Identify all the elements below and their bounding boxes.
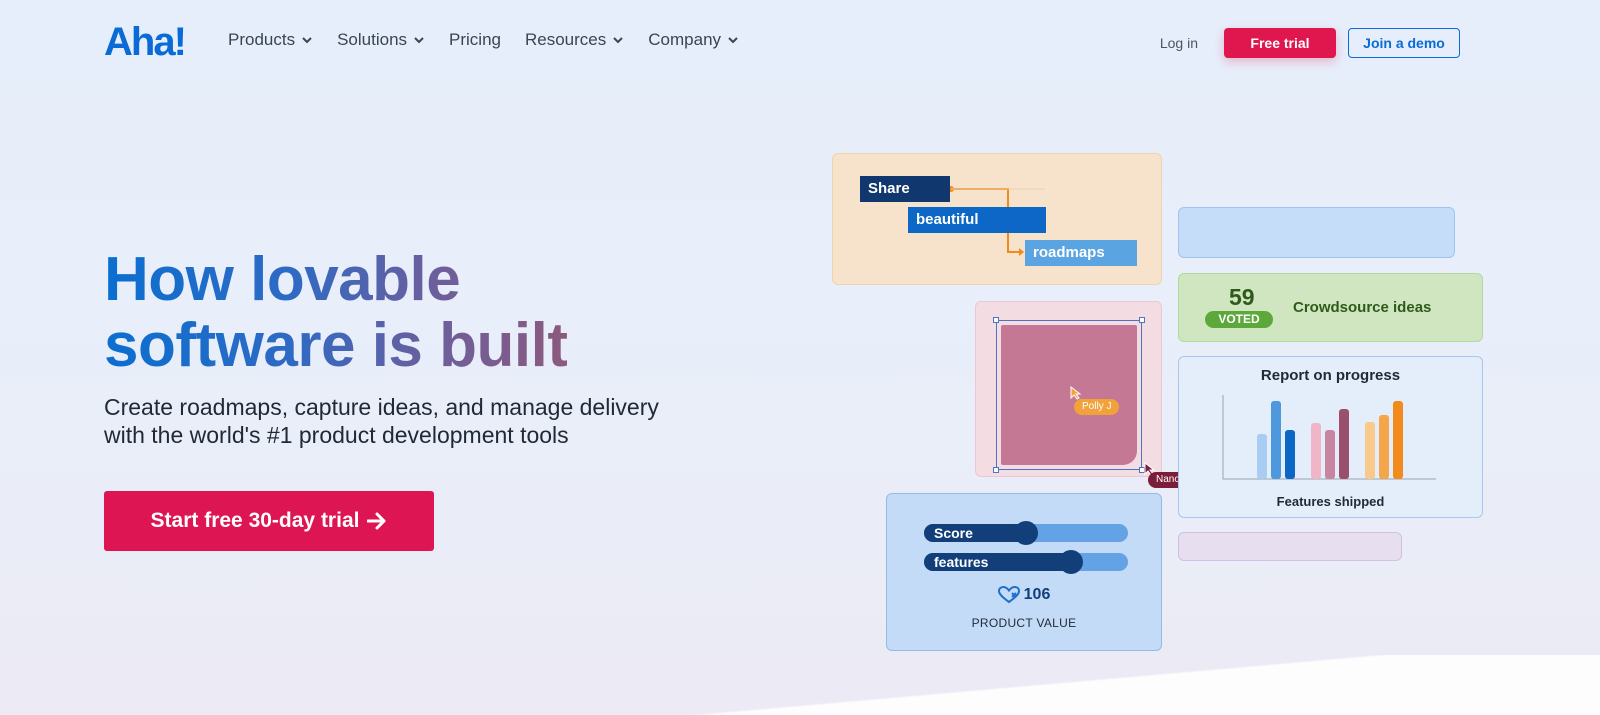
placeholder-card-blue (1178, 207, 1455, 258)
report-card: Report on progress Features shipped (1178, 356, 1483, 518)
hero-title-line1: How lovable (104, 247, 567, 313)
main-menu: Products Solutions Pricing Resources Com… (228, 30, 739, 50)
roadmap-bar-share: Share (860, 176, 950, 202)
start-trial-button[interactable]: Start free 30-day trial (104, 491, 434, 551)
product-value: 106 (887, 586, 1161, 604)
hero-subtitle-line2: with the world's #1 product development … (104, 422, 569, 448)
score-slider[interactable]: Score (924, 521, 1128, 545)
slider-knob[interactable] (1014, 521, 1038, 545)
slider-label: Score (934, 525, 973, 541)
report-bar (1339, 409, 1349, 479)
hero-title: How lovable software is built (104, 247, 568, 380)
report-bar (1285, 430, 1295, 479)
bottom-decoration (0, 655, 1600, 715)
voted-badge: VOTED (1205, 311, 1273, 328)
join-demo-button[interactable]: Join a demo (1348, 28, 1460, 58)
nav-item-label: Resources (525, 30, 607, 49)
chart-axis (1222, 395, 1436, 480)
login-link[interactable]: Log in (1159, 35, 1198, 51)
report-footer: Features shipped (1276, 494, 1385, 509)
crowdsource-label: Crowdsource ideas (1293, 299, 1432, 316)
product-value-label: PRODUCT VALUE (971, 616, 1077, 630)
nav-item-pricing[interactable]: Pricing (449, 30, 501, 50)
report-bar (1271, 401, 1281, 479)
selection-box (993, 317, 1145, 473)
top-nav: Aha! Products Solutions Pricing Resource… (0, 0, 1600, 84)
slider-fill (924, 524, 1026, 542)
features-slider[interactable]: features (924, 550, 1128, 574)
nav-actions: Log in Free trial Join a demo (1160, 28, 1460, 58)
start-trial-label: Start free 30-day trial (150, 509, 360, 532)
chevron-down-icon (414, 37, 424, 44)
report-bar (1311, 423, 1321, 479)
nav-item-resources[interactable]: Resources (525, 30, 624, 50)
heart-icon (997, 586, 1020, 604)
aha-logo[interactable]: Aha! (104, 20, 187, 64)
slider-label: features (934, 554, 989, 570)
hero-subtitle-line1: Create roadmaps, capture ideas, and mana… (104, 394, 659, 420)
nav-item-label: Company (648, 30, 722, 49)
nav-item-label: Pricing (449, 30, 501, 49)
hero-title-line2: software is built (104, 311, 568, 380)
report-bar-chart (1222, 395, 1436, 480)
chevron-down-icon (302, 37, 312, 44)
cursor-icon (1070, 386, 1082, 400)
hero-subtitle: Create roadmaps, capture ideas, and mana… (104, 393, 744, 449)
report-bar (1379, 415, 1389, 479)
roadmap-bar-beautiful: beautiful (908, 207, 1046, 233)
slider-fill (924, 553, 1071, 571)
report-bar (1257, 434, 1267, 479)
chevron-down-icon (728, 37, 738, 44)
nav-item-label: Solutions (337, 30, 408, 49)
roadmap-card: Share beautiful roadmaps (832, 153, 1162, 285)
report-title: Report on progress (1260, 367, 1401, 384)
free-trial-button[interactable]: Free trial (1224, 28, 1336, 58)
roadmap-bar-roadmaps: roadmaps (1025, 240, 1137, 266)
report-bar (1325, 430, 1335, 479)
slider-knob[interactable] (1059, 550, 1083, 574)
nav-item-label: Products (228, 30, 296, 49)
score-card: Score features 106 PRODUCT VALUE (886, 493, 1162, 651)
resize-handle (993, 317, 999, 323)
resize-handle (993, 467, 999, 473)
whiteboard-card: Polly J Nancy K (975, 301, 1202, 488)
nav-item-company[interactable]: Company (648, 30, 739, 50)
nav-item-products[interactable]: Products (228, 30, 313, 50)
cursor-label-polly: Polly J (1074, 399, 1120, 415)
resize-handle (1139, 317, 1145, 323)
sticky-note (1001, 325, 1137, 465)
vote-count: 59 (1229, 284, 1255, 310)
product-value-number: 106 (1023, 586, 1051, 603)
crowdsource-card: 59 VOTED Crowdsource ideas (1178, 273, 1483, 342)
report-bar (1393, 401, 1403, 479)
report-bar (1365, 422, 1375, 479)
placeholder-card-lilac (1178, 532, 1402, 561)
arrow-right-icon (367, 512, 386, 530)
chevron-down-icon (613, 37, 623, 44)
nav-item-solutions[interactable]: Solutions (337, 30, 425, 50)
